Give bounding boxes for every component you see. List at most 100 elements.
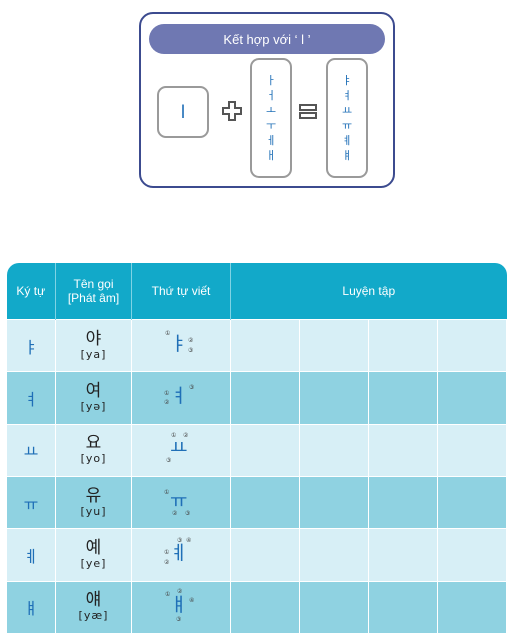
practice-cell[interactable] [230, 528, 300, 582]
stroke-glyph: ㅕ [170, 384, 188, 407]
practice-cell[interactable] [299, 475, 369, 530]
pronunciation: [ya] [80, 347, 107, 361]
practice-cell[interactable] [230, 423, 300, 477]
table-row: ㅑ 야 [ya] ㅑ ① ② ③ [6, 318, 508, 373]
stroke-number: ② [172, 509, 178, 517]
equals-icon [296, 98, 320, 124]
practice-cell[interactable] [299, 528, 369, 582]
korean-syllable: 유 [85, 485, 102, 506]
combination-card: Kết hợp với ‘ l ’ l ㅏ ㅓ ㅗ ㅜ ㅔ ㅐ ㅑ ㅕ ㅛ ㅠ … [139, 12, 395, 188]
name-cell: 야 [ya] [55, 318, 132, 373]
result-item: ㅛ [341, 104, 353, 117]
table-row: ㅒ 얘 [yæ] ㅒ ① ② ③ ④ [6, 580, 508, 635]
header-practice: Luyện tập [230, 263, 507, 320]
combination-title: Kết hợp với ‘ l ’ [149, 24, 385, 54]
vowel-item: ㅐ [265, 149, 277, 162]
header-letter: Ký tự [6, 263, 56, 320]
table-header-row: Ký tự Tên gọi [Phát âm] Thứ tự viết Luyệ… [6, 263, 507, 320]
stroke-number: ① [164, 389, 170, 397]
letter-cell: ㅑ [6, 318, 56, 373]
stroke-number: ③ [176, 616, 182, 624]
korean-syllable: 얘 [85, 590, 102, 611]
stroke-order-cell: ㅖ ① ② ③ ④ [131, 528, 231, 582]
stroke-number: ① [165, 329, 171, 337]
pronunciation: [ye] [80, 556, 107, 570]
table-row: ㅠ 유 [yu] ㅠ ① ② ③ [6, 475, 508, 530]
pronunciation: [yo] [80, 452, 107, 466]
stroke-glyph: ㅖ [170, 541, 188, 564]
vowel-list-box: ㅏ ㅓ ㅗ ㅜ ㅔ ㅐ [250, 58, 292, 178]
result-item: ㅒ [341, 149, 353, 162]
letter-cell: ㅖ [6, 528, 56, 582]
practice-table: Ký tự Tên gọi [Phát âm] Thứ tự viết Luyệ… [6, 263, 508, 635]
letter-cell: ㅒ [6, 580, 56, 635]
practice-cell[interactable] [230, 318, 300, 373]
stroke-order-diagram: ㅒ ① ② ③ ④ [164, 587, 198, 623]
stroke-number: ① [171, 432, 177, 440]
stroke-order-cell: ㅑ ① ② ③ [131, 318, 231, 373]
stroke-glyph: ㅑ [170, 332, 188, 355]
practice-cell[interactable] [368, 580, 438, 635]
practice-cell[interactable] [368, 475, 438, 530]
practice-cell[interactable] [230, 580, 300, 635]
korean-syllable: 요 [85, 433, 102, 454]
practice-cell[interactable] [436, 580, 508, 635]
stroke-number: ③ [185, 509, 191, 517]
stroke-order-diagram: ㅕ ① ② ③ [164, 378, 198, 414]
practice-cell[interactable] [230, 475, 300, 530]
stroke-number: ② [164, 398, 170, 406]
name-cell: 요 [yo] [55, 423, 132, 477]
vowel-item: ㅏ [265, 74, 277, 87]
practice-cell[interactable] [436, 475, 508, 530]
header-name-line1: Tên gọi [73, 277, 114, 291]
practice-cell[interactable] [436, 318, 508, 373]
practice-cell[interactable] [436, 371, 508, 425]
practice-cell[interactable] [299, 580, 369, 635]
practice-cell[interactable] [368, 423, 438, 477]
practice-cell[interactable] [368, 318, 438, 373]
stroke-glyph: ㅠ [170, 489, 188, 512]
practice-cell[interactable] [299, 423, 369, 477]
stroke-number: ② [183, 432, 189, 440]
letter-cell: ㅠ [6, 475, 56, 530]
plus-icon [220, 98, 244, 124]
name-cell: 예 [ye] [55, 528, 132, 582]
letter-cell: ㅕ [6, 371, 56, 425]
vowel-item: ㅜ [265, 119, 277, 132]
stroke-number: ① [164, 488, 170, 496]
stroke-number: ① [164, 548, 170, 556]
stroke-number: ① [165, 591, 171, 599]
stroke-number: ③ [166, 457, 172, 465]
pronunciation: [yə] [80, 399, 107, 413]
name-cell: 얘 [yæ] [55, 580, 132, 635]
header-name: Tên gọi [Phát âm] [55, 263, 132, 320]
pronunciation: [yu] [80, 504, 107, 518]
practice-cell[interactable] [299, 318, 369, 373]
practice-cell[interactable] [436, 528, 508, 582]
letter-cell: ㅛ [6, 423, 56, 477]
result-item: ㅠ [341, 119, 353, 132]
stroke-order-diagram: ㅖ ① ② ③ ④ [164, 535, 198, 571]
practice-cell[interactable] [230, 371, 300, 425]
stroke-order-diagram: ㅛ ① ② ③ [164, 430, 198, 466]
stroke-glyph: ㅛ [170, 437, 188, 460]
stroke-glyph: ㅒ [170, 594, 188, 617]
result-item: ㅕ [341, 89, 353, 102]
stroke-order-diagram: ㅠ ① ② ③ [164, 483, 198, 519]
pronunciation: [yæ] [78, 609, 109, 623]
vowel-item: ㅗ [265, 104, 277, 117]
name-cell: 유 [yu] [55, 475, 132, 530]
practice-cell[interactable] [299, 371, 369, 425]
name-cell: 여 [yə] [55, 371, 132, 425]
practice-cell[interactable] [368, 371, 438, 425]
vowel-item: ㅓ [265, 89, 277, 102]
base-letter-box: l [157, 86, 209, 138]
korean-syllable: 여 [85, 380, 102, 401]
korean-syllable: 예 [85, 537, 102, 558]
stroke-number: ② [177, 588, 183, 596]
korean-syllable: 야 [85, 328, 102, 349]
practice-cell[interactable] [368, 528, 438, 582]
stroke-number: ② [188, 336, 194, 344]
practice-cell[interactable] [436, 423, 508, 477]
result-list-box: ㅑ ㅕ ㅛ ㅠ ㅖ ㅒ [326, 58, 368, 178]
